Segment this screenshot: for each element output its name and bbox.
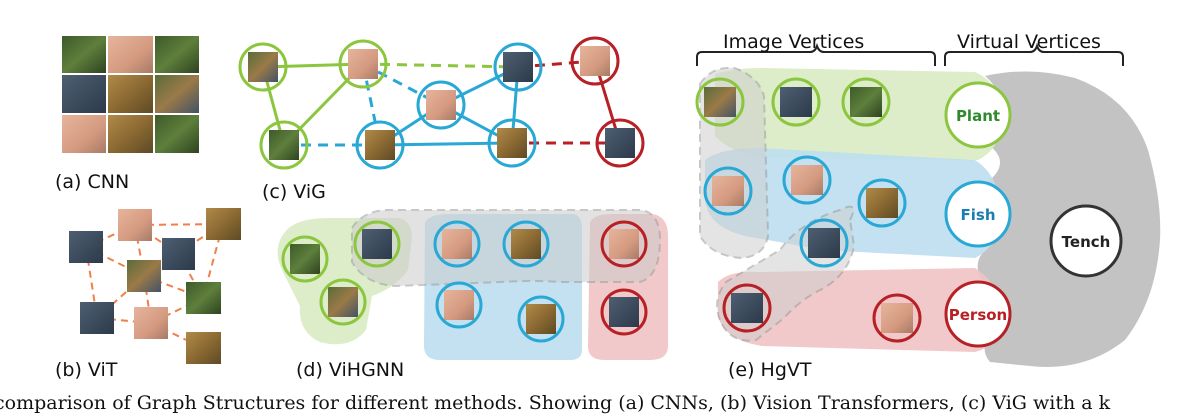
vig-panel: (c) ViG [238, 36, 645, 203]
hgvt-image-vertex [722, 283, 772, 333]
hgvt-image-vertex [695, 77, 745, 127]
image-vertices-label: Image Vertices [723, 31, 864, 53]
svg-text:Person: Person [949, 306, 1007, 324]
vihgnn-node [319, 278, 367, 326]
vihgnn-node [353, 220, 401, 268]
cnn-panel: (a) CNN [55, 36, 199, 193]
virtual-vertex-fish: Fish [944, 180, 1012, 248]
vig-node [487, 118, 537, 168]
vihgnn-nodes [281, 220, 648, 343]
vihgnn-panel: (d) ViHGNN [277, 209, 668, 381]
cnn-patch-5 [108, 75, 153, 113]
hgvt-image-vertex [841, 77, 891, 127]
figure-caption: comparison of Graph Structures for diffe… [0, 392, 1111, 414]
vihgnn-node [517, 295, 565, 343]
cnn-patch-3 [155, 36, 199, 73]
vihgnn-node [435, 281, 483, 329]
cnn-patch-7 [62, 115, 106, 153]
cnn-patch-1 [62, 36, 106, 73]
hgvt-panel: Image Vertices Virtual Vertices Plant [695, 31, 1161, 381]
vihgnn-node [433, 220, 481, 268]
hgvt-image-vertex [799, 218, 849, 268]
hgvt-label: (e) HgVT [728, 359, 812, 381]
hyperedge-mixed [351, 209, 662, 288]
vit-token [80, 302, 114, 334]
cnn-patch-6 [155, 75, 199, 113]
hgvt-image-vertex [703, 166, 753, 216]
vihgnn-node [600, 288, 648, 336]
vig-node [493, 42, 543, 92]
hgvt-image-vertex [782, 155, 832, 205]
vit-token [186, 332, 221, 364]
virtual-vertices-brace [944, 42, 1124, 66]
hgvt-image-vertices [695, 77, 922, 343]
vit-token [127, 260, 161, 292]
cnn-patch-4 [62, 75, 106, 113]
vihgnn-label: (d) ViHGNN [296, 359, 404, 381]
vig-nodes [238, 36, 645, 170]
vig-node [416, 80, 466, 130]
vit-token [134, 307, 168, 339]
vig-node [595, 118, 645, 168]
image-vertices-brace [696, 42, 936, 66]
vit-token [118, 209, 152, 241]
vit-panel: (b) ViT [55, 208, 241, 381]
hgvt-image-vertex [771, 77, 821, 127]
vig-label: (c) ViG [262, 181, 326, 203]
cnn-patch-8 [108, 115, 153, 153]
hgvt-band-fish [705, 148, 1000, 258]
vit-token [162, 238, 195, 270]
vit-token [186, 282, 221, 314]
vig-node [238, 42, 288, 92]
vig-node [259, 120, 309, 170]
vit-token [206, 208, 241, 240]
vihgnn-node [600, 220, 648, 268]
virtual-vertices-label: Virtual Vertices [957, 31, 1101, 53]
hgvt-image-vertex [857, 178, 907, 228]
vihgnn-node [281, 235, 329, 283]
root-vertex-tench: Tench [1049, 204, 1123, 278]
cnn-label: (a) CNN [55, 171, 129, 193]
vig-node [338, 39, 388, 89]
virtual-vertex-person: Person [944, 280, 1012, 348]
vihgnn-node [502, 220, 550, 268]
cnn-patch-2 [108, 36, 153, 73]
vig-node [570, 36, 620, 86]
virtual-vertex-plant: Plant [944, 81, 1012, 149]
svg-text:Fish: Fish [961, 206, 996, 224]
svg-text:Tench: Tench [1062, 233, 1111, 251]
vit-token [69, 231, 103, 263]
hgvt-image-vertex [872, 293, 922, 343]
vig-node [355, 120, 405, 170]
cnn-patch-9 [155, 115, 199, 153]
vit-label: (b) ViT [55, 359, 118, 381]
svg-text:Plant: Plant [956, 107, 1000, 125]
